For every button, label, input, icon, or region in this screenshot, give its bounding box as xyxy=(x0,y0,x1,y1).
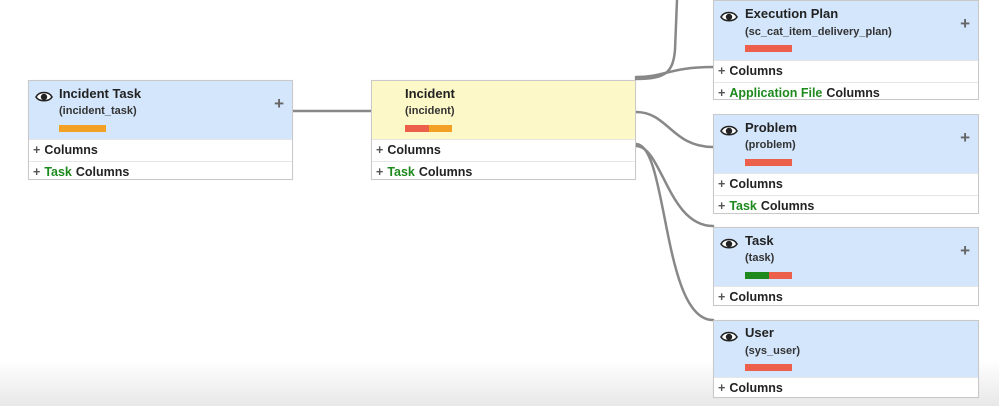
status-bar xyxy=(745,272,792,279)
columns-row[interactable]: +Columns xyxy=(29,139,292,161)
status-bar xyxy=(745,159,792,166)
node-title: Execution Plan xyxy=(745,6,839,21)
node-header: Execution Plan (sc_cat_item_delivery_pla… xyxy=(714,1,978,60)
table-node-user: User (sys_user) +Columns xyxy=(713,320,979,398)
status-bar xyxy=(745,45,792,52)
eye-icon[interactable] xyxy=(720,10,738,24)
status-bar xyxy=(405,125,452,132)
node-header: User (sys_user) xyxy=(714,321,978,377)
plus-icon[interactable]: + xyxy=(960,128,970,147)
table-node-incident-task: Incident Task (incident_task) + +Columns… xyxy=(28,80,293,180)
node-table-name: (incident_task) xyxy=(59,105,137,117)
plus-icon[interactable]: + xyxy=(960,241,970,260)
node-table-name: (sc_cat_item_delivery_plan) xyxy=(745,26,892,38)
node-header: Problem (problem) + xyxy=(714,115,978,173)
node-header: Task (task) + xyxy=(714,228,978,286)
node-title: Incident xyxy=(405,86,455,101)
status-bar xyxy=(59,125,106,132)
columns-row[interactable]: +Columns xyxy=(714,286,978,308)
node-title: Incident Task xyxy=(59,86,142,101)
status-bar xyxy=(745,364,792,371)
connector-execution-plan-top xyxy=(634,0,679,81)
eye-icon[interactable] xyxy=(720,237,738,251)
node-title: Task xyxy=(745,233,774,248)
columns-row[interactable]: +Columns xyxy=(714,173,978,195)
connector-task xyxy=(634,144,715,228)
node-title: Problem xyxy=(745,120,798,135)
connector-user xyxy=(634,142,715,322)
plus-icon[interactable]: + xyxy=(274,94,284,113)
eye-icon[interactable] xyxy=(720,124,738,138)
eye-icon[interactable] xyxy=(720,330,738,344)
columns-row[interactable]: +Columns xyxy=(714,377,978,399)
node-table-name: (sys_user) xyxy=(745,345,801,357)
columns-row[interactable]: +Columns xyxy=(714,60,978,82)
connector-problem xyxy=(634,110,715,149)
eye-icon[interactable] xyxy=(35,90,53,104)
table-node-task: Task (task) + +Columns xyxy=(713,227,979,306)
table-node-execution-plan: Execution Plan (sc_cat_item_delivery_pla… xyxy=(713,0,979,100)
node-title: User xyxy=(745,325,774,340)
node-header: Incident Task (incident_task) + xyxy=(29,81,292,139)
node-table-name: (incident) xyxy=(405,105,455,117)
connector-execution-plan xyxy=(634,65,715,79)
node-table-name: (task) xyxy=(745,252,775,264)
columns-row[interactable]: +Columns xyxy=(372,139,635,161)
plus-icon[interactable]: + xyxy=(960,14,970,33)
node-header: Incident (incident) xyxy=(372,81,635,139)
node-table-name: (problem) xyxy=(745,139,796,151)
